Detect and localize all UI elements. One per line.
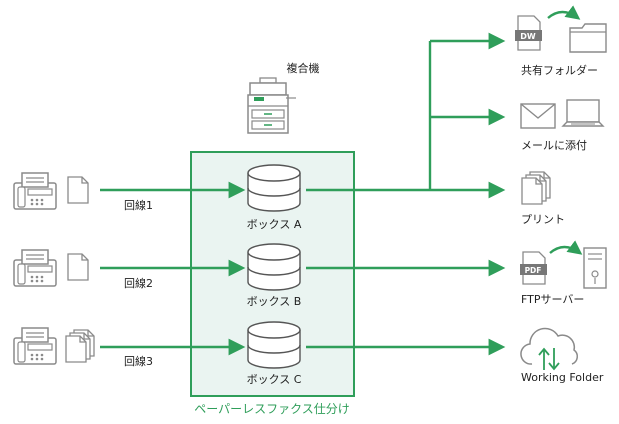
transfer-arrow-icon (549, 240, 583, 255)
fax-machine-icon (13, 327, 57, 365)
pdf-document-icon: PDF (520, 251, 547, 285)
documents-stack-icon (65, 329, 95, 363)
printed-pages-icon (521, 171, 551, 205)
box-b-storage-icon (247, 243, 301, 291)
box-a-output-connectors (306, 32, 506, 199)
line-2-label: 回線2 (124, 277, 153, 290)
shared-folder-label: 共有フォルダー (521, 64, 598, 77)
box-c-storage-icon (247, 321, 301, 369)
mail-attachment-label: メールに添付 (521, 139, 587, 152)
panel-caption: ペーパーレスファクス仕分け (194, 402, 350, 416)
server-icon (583, 247, 607, 289)
box-a-label: ボックス A (246, 218, 302, 231)
fax-machine-icon (13, 249, 57, 287)
laptop-icon (561, 99, 605, 127)
box-b-label: ボックス B (246, 295, 302, 308)
multifunction-printer-icon (247, 77, 296, 134)
multifunction-device-label: 複合機 (286, 62, 320, 75)
transfer-arrow-icon (547, 5, 581, 20)
box-a-storage-icon (247, 164, 301, 212)
print-label: プリント (521, 213, 565, 226)
envelope-icon (520, 103, 556, 129)
document-icon (67, 176, 89, 204)
working-folder-label: Working Folder (521, 371, 604, 384)
folder-icon (569, 23, 607, 53)
svg-text:DW: DW (520, 32, 536, 41)
line-1-label: 回線1 (124, 199, 153, 212)
cloud-sync-icon (520, 327, 578, 371)
line-3-label: 回線3 (124, 355, 153, 368)
svg-text:PDF: PDF (525, 266, 542, 275)
fax-machine-icon (13, 172, 57, 210)
box-c-label: ボックス C (246, 373, 302, 386)
document-icon (67, 253, 89, 281)
ftp-server-label: FTPサーバー (521, 293, 585, 306)
docuworks-document-icon: DW (515, 15, 542, 51)
